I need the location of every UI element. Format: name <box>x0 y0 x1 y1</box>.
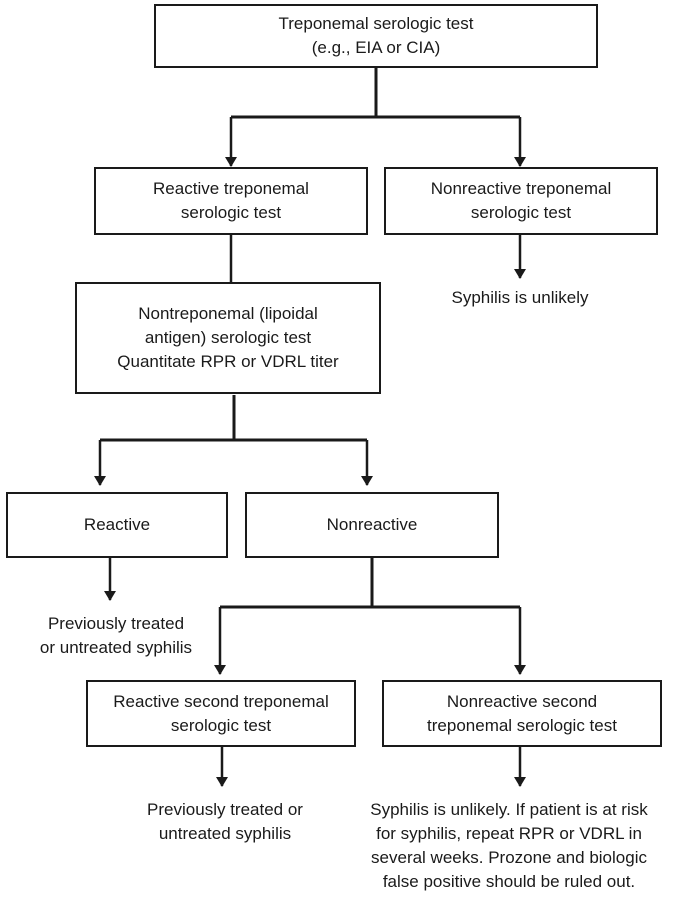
syphilis-unlikely-risk-text: Syphilis is unlikely. If patient is at r… <box>342 798 676 894</box>
outcome-line: or untreated syphilis <box>39 638 193 657</box>
reactive-box: Reactive <box>6 492 228 558</box>
syphilis-unlikely-text: Syphilis is unlikely <box>400 286 640 310</box>
previously-treated-text-1: Previously treated or untreated syphilis <box>6 612 226 660</box>
box-line: Reactive second treponemal <box>113 691 329 711</box>
nonreactive-treponemal-box: Nonreactive treponemal serologic test <box>384 167 658 235</box>
connector-top-split <box>231 67 520 119</box>
box-line: Nonreactive treponemal <box>430 179 612 198</box>
outcome-line: Syphilis is unlikely. If patient is at r… <box>370 800 648 819</box>
outcome-line: false positive should be ruled out. <box>382 872 636 891</box>
box-line: treponemal serologic test <box>427 715 617 735</box>
box-line: serologic test <box>180 203 282 222</box>
connector-nontreponemal-split <box>100 395 367 442</box>
nontreponemal-test-box: Nontreponemal (lipoidal antigen) serolog… <box>75 282 381 394</box>
box-line: Nontreponemal (lipoidal <box>138 304 318 323</box>
box-line: (e.g., EIA or CIA) <box>311 38 441 57</box>
reactive-second-box: Reactive second treponemal serologic tes… <box>86 680 356 747</box>
box-line: Quantitate RPR or VDRL titer <box>117 352 339 371</box>
nonreactive-box: Nonreactive <box>245 492 499 558</box>
box-line: Reactive treponemal <box>153 179 309 198</box>
nonreactive-second-box: Nonreactive second treponemal serologic … <box>382 680 662 747</box>
treponemal-test-box: Treponemal serologic test (e.g., EIA or … <box>154 4 598 68</box>
outcome-line: for syphilis, repeat RPR or VDRL in <box>376 824 642 843</box>
box-line: Nonreactive second <box>446 691 598 711</box>
previously-treated-text-2: Previously treated or untreated syphilis <box>110 798 340 846</box>
box-line: serologic test <box>170 715 272 735</box>
box-line: Treponemal serologic test <box>278 14 474 33</box>
reactive-treponemal-box: Reactive treponemal serologic test <box>94 167 368 235</box>
box-line: Nonreactive <box>326 515 418 534</box>
outcome-line: untreated syphilis <box>158 824 292 843</box>
box-line: Reactive <box>83 515 151 534</box>
outcome-line: Syphilis is unlikely <box>451 288 589 307</box>
outcome-line: several weeks. Prozone and biologic <box>371 848 647 867</box>
box-line: antigen) serologic test <box>144 328 312 347</box>
box-line: serologic test <box>470 203 572 222</box>
outcome-line: Previously treated or <box>147 800 303 819</box>
connector-nonreactive-split <box>220 558 520 609</box>
outcome-line: Previously treated <box>47 614 185 633</box>
